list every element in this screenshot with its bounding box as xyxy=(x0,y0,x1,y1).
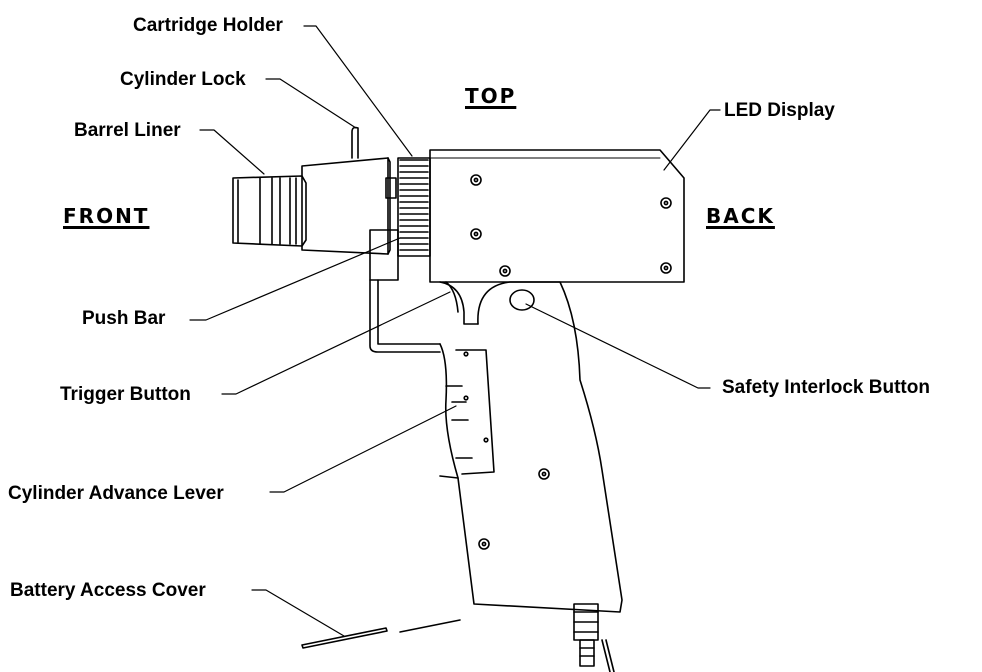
leader-lines xyxy=(189,25,721,637)
callout-push-bar: Push Bar xyxy=(82,308,166,329)
barrel-body-part xyxy=(301,157,397,255)
safety-interlock-button-part xyxy=(509,289,535,311)
callout-battery-access-cover: Battery Access Cover xyxy=(10,580,206,601)
callout-cylinder-advance-lever: Cylinder Advance Lever xyxy=(8,483,224,504)
callout-cartridge-holder: Cartridge Holder xyxy=(133,15,283,36)
cartridge-holder-part xyxy=(397,157,431,257)
trigger-button-part xyxy=(439,281,479,325)
cylinder-lock-part xyxy=(351,126,359,159)
battery-access-cover-part xyxy=(301,619,461,649)
callout-safety-interlock-button: Safety Interlock Button xyxy=(722,377,930,398)
orientation-front-label: FRONT xyxy=(63,204,150,228)
callout-trigger-button: Trigger Button xyxy=(60,384,191,405)
callout-led-display: LED Display xyxy=(724,100,835,121)
handle-part xyxy=(439,281,623,613)
barrel-liner-part xyxy=(232,175,307,247)
callout-cylinder-lock: Cylinder Lock xyxy=(120,69,246,90)
orientation-top-label: TOP xyxy=(465,84,517,108)
orientation-back-label: BACK xyxy=(706,204,775,228)
main-housing-part xyxy=(429,149,685,283)
housing-screws xyxy=(470,174,672,277)
callout-barrel-liner: Barrel Liner xyxy=(74,120,181,141)
push-bar-part xyxy=(369,229,441,353)
hose-fitting-part xyxy=(573,603,615,672)
